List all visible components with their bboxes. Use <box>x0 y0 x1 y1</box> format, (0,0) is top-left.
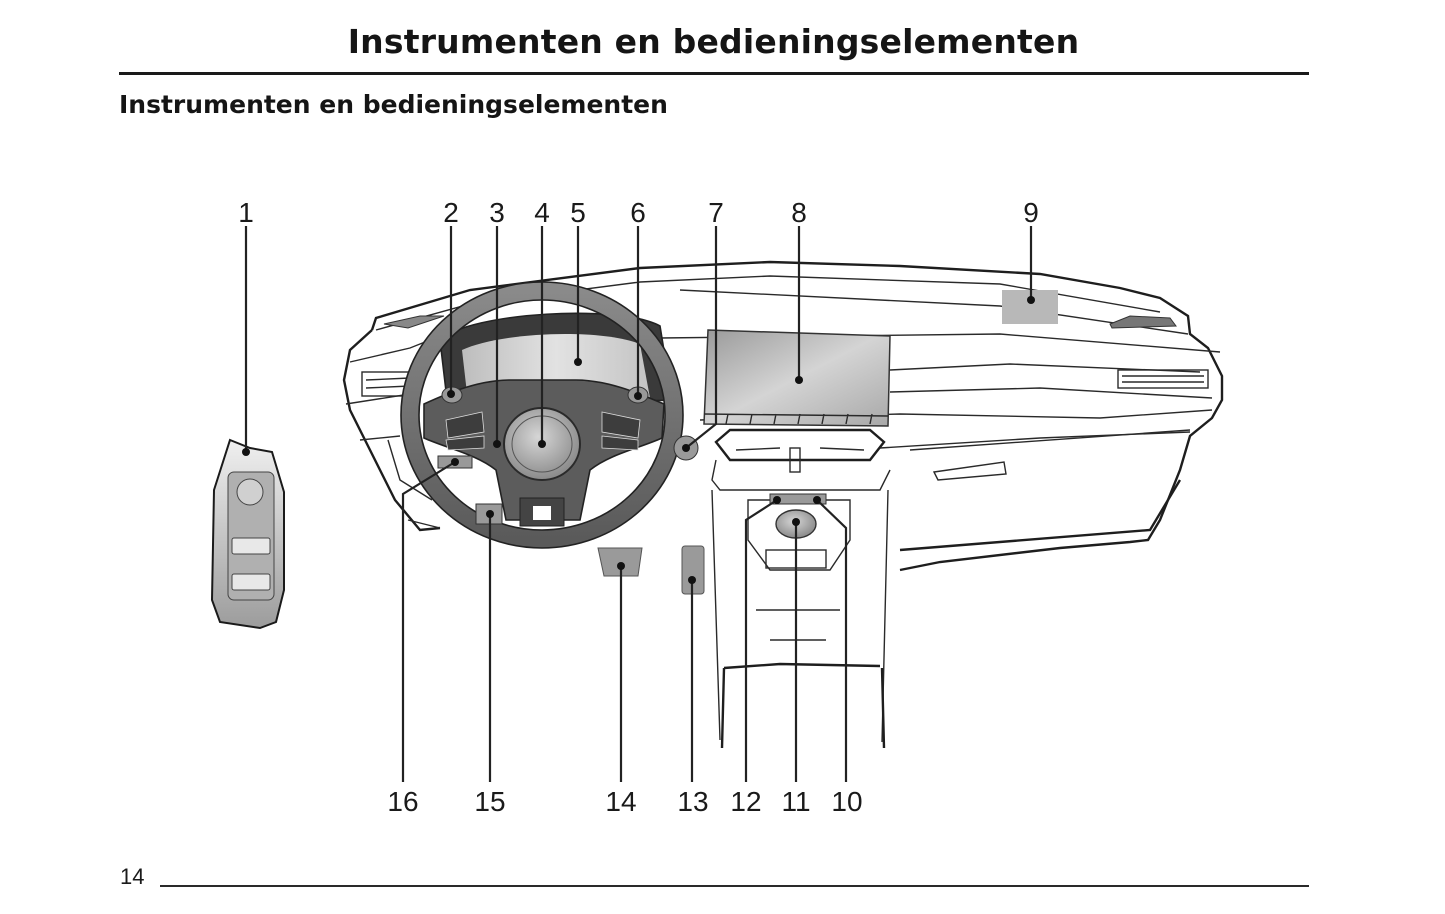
callout-6: 6 <box>630 197 646 228</box>
footer-divider <box>160 885 1309 887</box>
callout-1: 1 <box>238 197 254 228</box>
callout-11: 11 <box>781 786 810 817</box>
page-number: 14 <box>120 864 145 889</box>
title-divider <box>119 72 1309 75</box>
callout-10: 10 <box>831 786 862 817</box>
callout-14: 14 <box>605 786 636 817</box>
callout-numbers-top: 1 2 3 4 5 6 7 8 9 <box>238 197 1039 228</box>
callout-8: 8 <box>791 197 807 228</box>
callout-7: 7 <box>708 197 724 228</box>
callout-4: 4 <box>534 197 550 228</box>
section-title: Instrumenten en bedieningselementen <box>119 90 668 119</box>
callout-16: 16 <box>387 786 418 817</box>
page-title: Instrumenten en bedieningselementen <box>347 22 1080 61</box>
callout-12: 12 <box>730 786 761 817</box>
callout-5: 5 <box>570 197 586 228</box>
callout-3: 3 <box>489 197 505 228</box>
callout-leaders <box>242 226 1035 782</box>
door-switch-panel <box>210 438 285 630</box>
callout-2: 2 <box>443 197 459 228</box>
brake-pedal <box>597 547 643 577</box>
callout-13: 13 <box>677 786 708 817</box>
callout-numbers-bottom: 16 15 14 13 12 11 10 <box>387 786 862 817</box>
callout-15: 15 <box>474 786 505 817</box>
callout-9: 9 <box>1023 197 1039 228</box>
